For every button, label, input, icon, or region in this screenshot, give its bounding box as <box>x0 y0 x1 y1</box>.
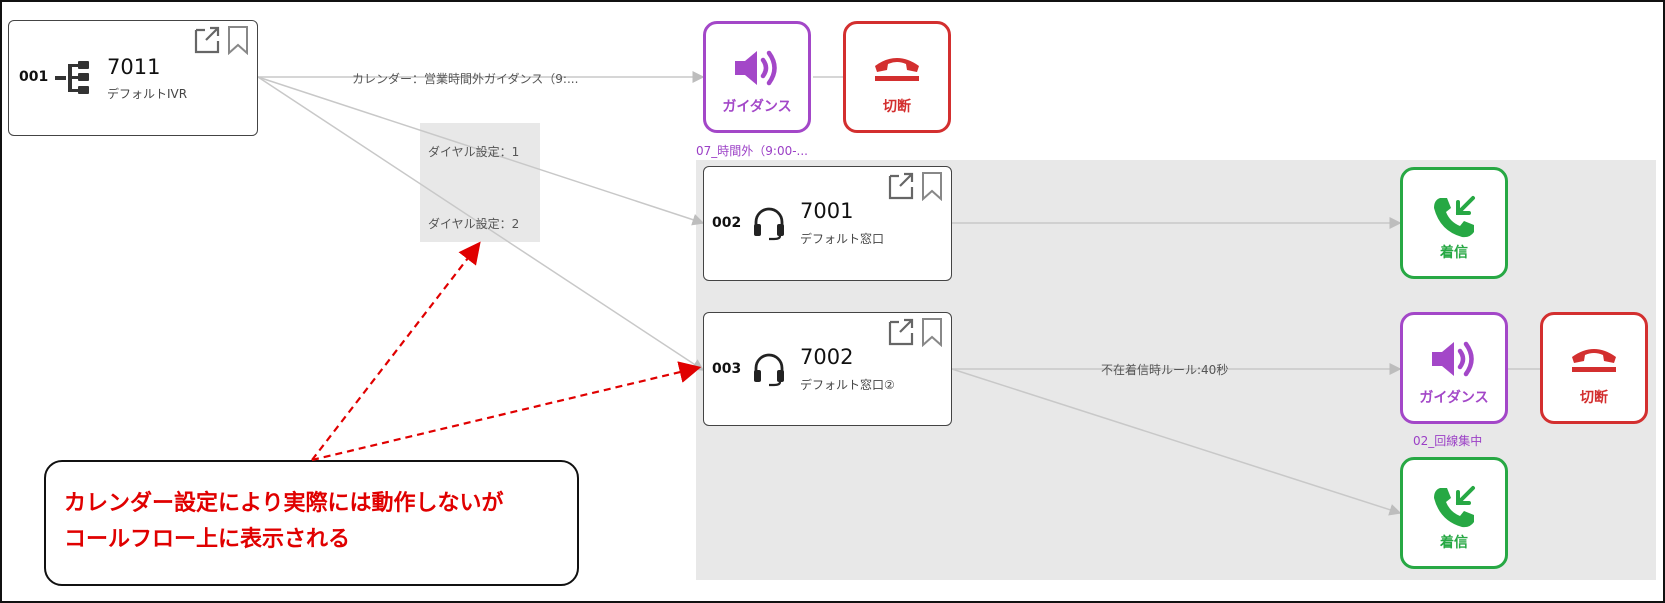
edge-dial2 <box>257 76 705 371</box>
annotation-text: カレンダー設定により実際には動作しないが コールフロー上に表示される <box>64 491 504 552</box>
edge-label-absent: 不在着信時ルール:40秒 <box>1101 363 1229 377</box>
node-extension: 7002 <box>800 345 854 369</box>
external-link-icon[interactable] <box>887 317 915 351</box>
node-subtitle: デフォルト窓口② <box>800 378 895 392</box>
edge-dial1 <box>257 76 705 226</box>
bookmark-icon[interactable] <box>227 25 249 59</box>
node-002-queue[interactable]: 002 7001 デフォルト窓口 <box>703 166 952 281</box>
incoming-label: 着信 <box>1440 245 1468 261</box>
guidance-label: ガイダンス <box>722 99 792 115</box>
edge-label-dial2: ダイヤル設定：2 <box>428 217 520 231</box>
speaker-icon <box>1432 341 1474 377</box>
headset-icon <box>752 205 786 245</box>
hangup-icon <box>875 58 919 81</box>
disconnect-label: 切断 <box>883 99 911 115</box>
guidance-label: ガイダンス <box>1419 390 1489 406</box>
node-number: 001 <box>19 69 49 85</box>
guidance-action-bottom[interactable]: ガイダンス <box>1400 312 1508 424</box>
annotation-callout: カレンダー設定により実際には動作しないが コールフロー上に表示される <box>44 460 579 586</box>
incoming-call-icon <box>1434 196 1475 238</box>
node-003-queue[interactable]: 003 7002 デフォルト窓口② <box>703 312 952 426</box>
node-number: 003 <box>712 361 742 377</box>
hangup-icon <box>1572 349 1616 372</box>
disconnect-action-bottom[interactable]: 切断 <box>1540 312 1648 424</box>
incoming-call-icon <box>1434 486 1475 528</box>
bookmark-icon[interactable] <box>921 317 943 351</box>
disconnect-label: 切断 <box>1580 390 1608 406</box>
edge-003-incoming <box>951 368 1402 516</box>
guidance-sublabel-bottom: 02_回線集中 <box>1413 434 1483 448</box>
incoming-label: 着信 <box>1440 535 1468 551</box>
node-extension: 7001 <box>800 199 854 223</box>
guidance-sublabel-top: 07_時間外（9:00-... <box>696 144 808 158</box>
incoming-action-003[interactable]: 着信 <box>1400 457 1508 569</box>
node-subtitle: デフォルト窓口 <box>800 232 885 246</box>
guidance-action-top[interactable]: ガイダンス <box>703 21 811 133</box>
edge-label-dial1: ダイヤル設定：1 <box>428 145 520 159</box>
incoming-action-002[interactable]: 着信 <box>1400 167 1508 279</box>
disconnect-action-top[interactable]: 切断 <box>843 21 951 133</box>
external-link-icon[interactable] <box>887 171 915 205</box>
node-subtitle: デフォルトIVR <box>107 87 188 101</box>
node-extension: 7011 <box>107 55 161 79</box>
headset-icon <box>752 351 786 391</box>
dial-settings-box <box>420 123 540 242</box>
external-link-icon[interactable] <box>193 25 221 59</box>
node-number: 002 <box>712 215 742 231</box>
bookmark-icon[interactable] <box>921 171 943 205</box>
node-001-ivr[interactable]: 001 7011 デフォルトIVR <box>8 20 258 136</box>
speaker-icon <box>735 50 777 86</box>
ivr-tree-icon <box>55 60 95 100</box>
edge-label-calendar: カレンダー：営業時間外ガイダンス（9:... <box>352 72 579 86</box>
